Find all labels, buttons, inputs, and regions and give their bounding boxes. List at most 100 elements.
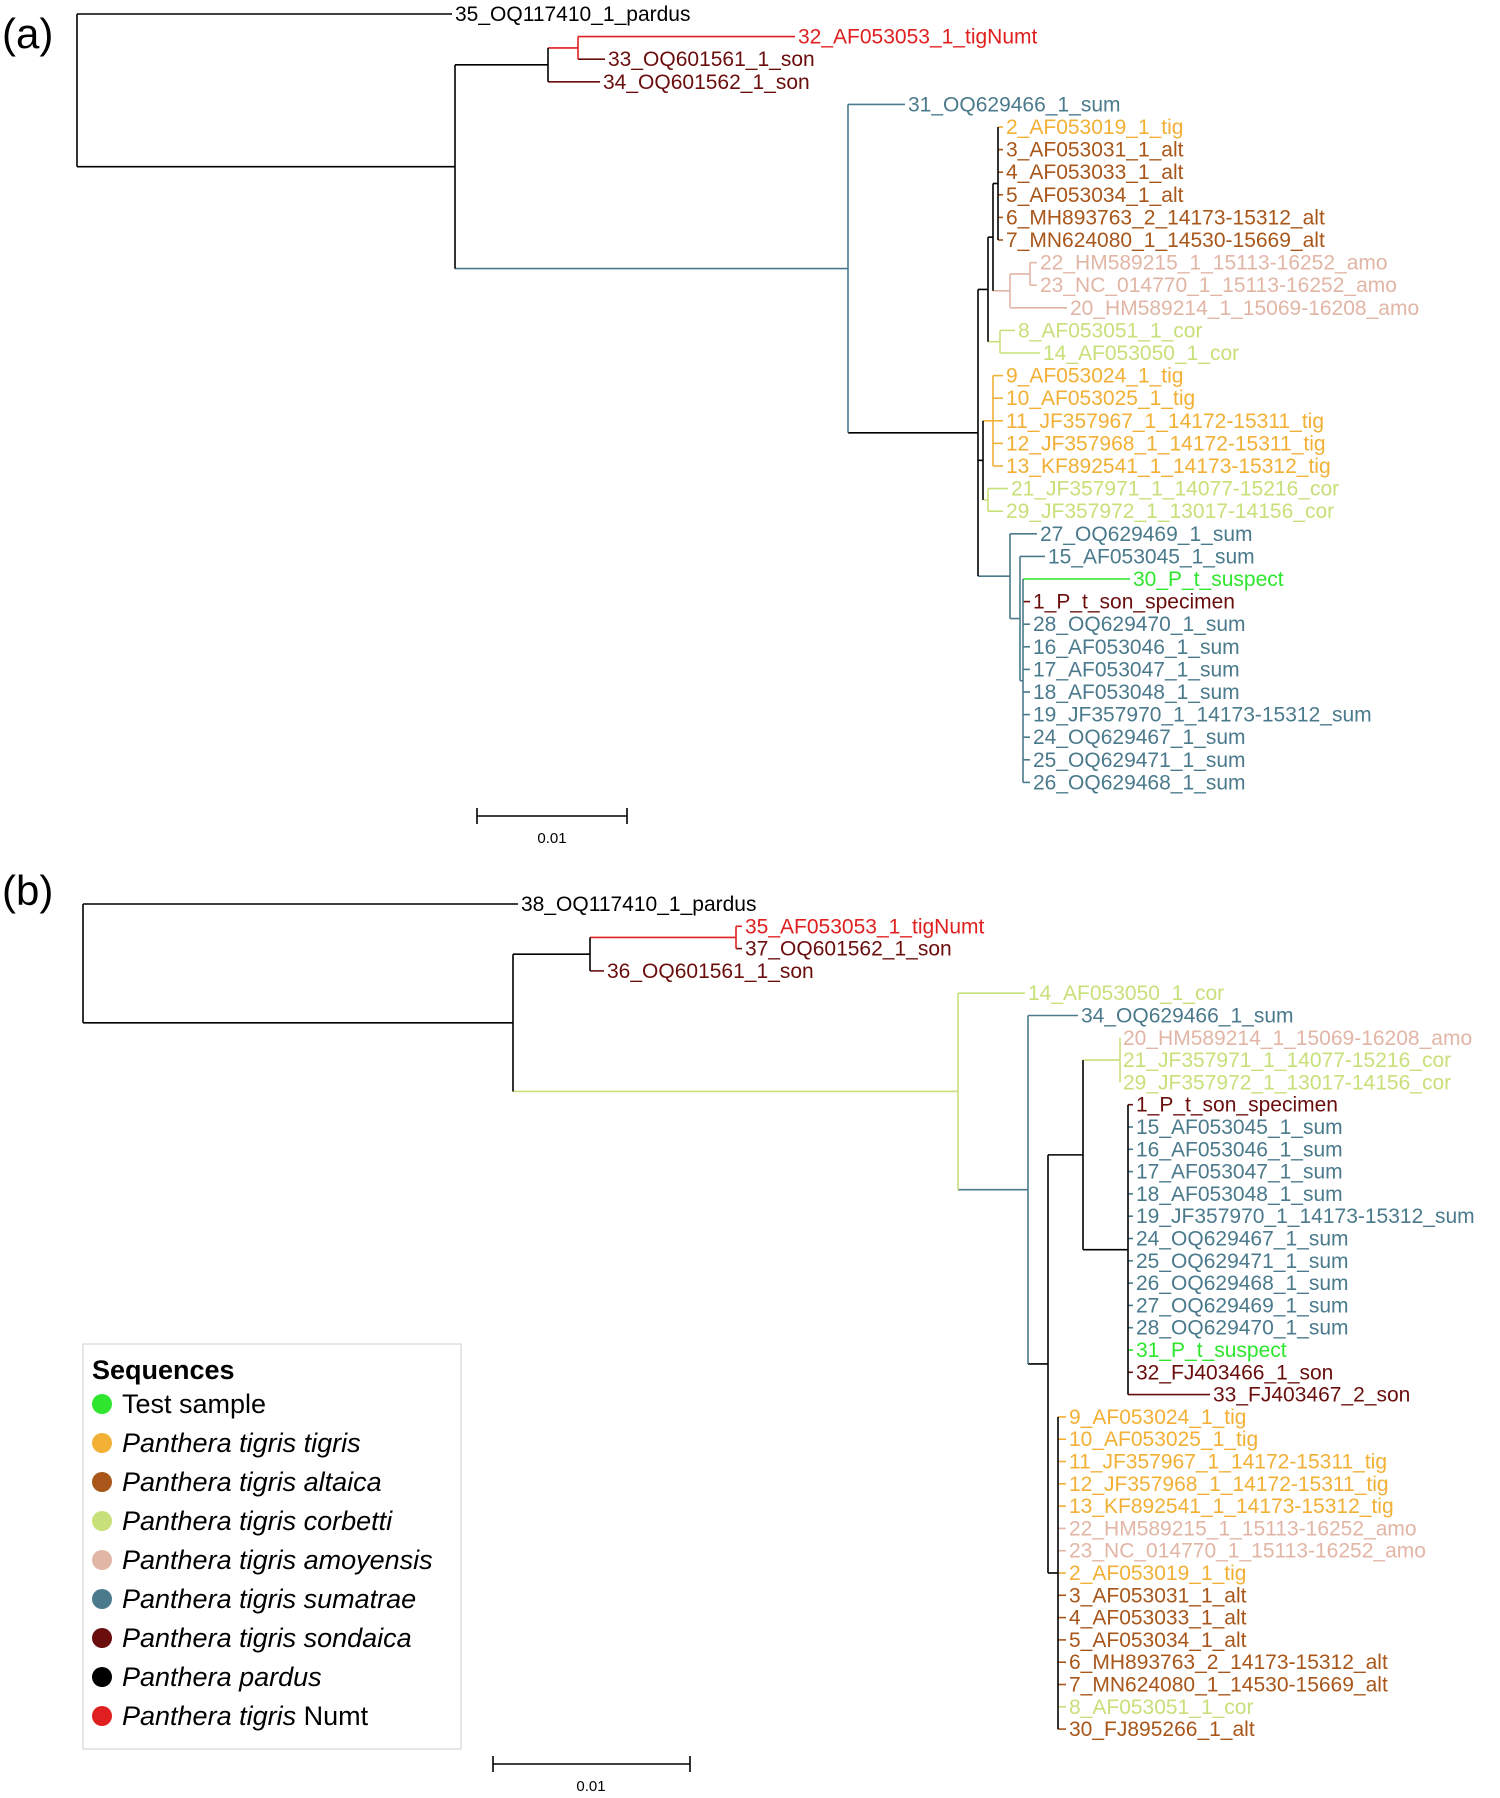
panel-a-leaf-a16: 16_AF053046_1_sum (1033, 636, 1240, 659)
legend-title: Sequences (92, 1355, 235, 1385)
legend-label-sondaica: Panthera tigris sondaica (122, 1623, 412, 1653)
legend-box (82, 1343, 462, 1750)
panel-a-leaf-a18: 18_AF053048_1_sum (1033, 681, 1240, 704)
panel-a-leaf-a25: 25_OQ629471_1_sum (1033, 749, 1246, 772)
panel-b-leaf-b14: 14_AF053050_1_cor (1028, 982, 1224, 1005)
legend-swatch-pardus (92, 1667, 112, 1687)
panel-a-leaf-a3: 3_AF053031_1_alt (1006, 139, 1184, 162)
panel-b-leaf-b20: 20_HM589214_1_15069-16208_amo (1123, 1027, 1472, 1050)
legend-swatch-test (92, 1394, 112, 1414)
panel-a-leaf-a2: 2_AF053019_1_tig (1006, 116, 1184, 139)
panel-a-leaf-a24: 24_OQ629467_1_sum (1033, 726, 1246, 749)
panel-a-leaf-a32: 32_AF053053_1_tigNumt (798, 26, 1038, 49)
legend-label-corbetti: Panthera tigris corbetti (122, 1506, 393, 1536)
legend-label-tigris: Panthera tigris tigris (122, 1428, 361, 1458)
panel-b-leaf-b13: 13_KF892541_1_14173-15312_tig (1069, 1495, 1394, 1518)
panel-b-leaf-b16: 16_AF053046_1_sum (1136, 1138, 1343, 1161)
panel-b-leaf-b21: 21_JF357971_1_14077-15216_cor (1123, 1049, 1451, 1072)
panel-a-leaf-a7: 7_MN624080_1_14530-15669_alt (1006, 229, 1325, 252)
panel-a-leaf-a11: 11_JF357967_1_14172-15311_tig (1006, 410, 1324, 433)
panel-a-leaf-a26: 26_OQ629468_1_sum (1033, 771, 1246, 794)
panel-a-leaf-a15: 15_AF053045_1_sum (1048, 545, 1255, 568)
panel-a-leaf-a29: 29_JF357972_1_13017-14156_cor (1006, 500, 1334, 523)
panel-b-leaf-b32: 32_FJ403466_1_son (1136, 1361, 1333, 1384)
panel-b-leaf-b29: 29_JF357972_1_13017-14156_cor (1123, 1071, 1451, 1094)
panel-b-leaf-labels: 38_OQ117410_1_pardus35_AF053053_1_tigNum… (521, 893, 1475, 1741)
panel-b-leaf-b26: 26_OQ629468_1_sum (1136, 1272, 1349, 1295)
panel-b-leaf-b8: 8_AF053051_1_cor (1069, 1696, 1253, 1719)
panel-a-leaf-a35: 35_OQ117410_1_pardus (455, 3, 690, 26)
panel-a-leaf-a19: 19_JF357970_1_14173-15312_sum (1033, 704, 1372, 727)
panel-a-leaf-a22: 22_HM589215_1_15113-16252_amo (1040, 252, 1388, 275)
panel-b-scale-bar: 0.01 (492, 1756, 691, 1795)
panel-b-branches (82, 903, 1210, 1730)
panel-b-leaf-b9: 9_AF053024_1_tig (1069, 1406, 1247, 1429)
panel-b-leaf-b18: 18_AF053048_1_sum (1136, 1183, 1343, 1206)
panel-b-leaf-b4: 4_AF053033_1_alt (1069, 1607, 1247, 1630)
panel-b-leaf-b31: 31_P_t_suspect (1136, 1339, 1287, 1362)
panel-a-branches (76, 13, 1130, 784)
legend-label-altaica: Panthera tigris altaica (122, 1467, 382, 1497)
panel-b-label: (b) (2, 867, 53, 914)
panel-a-leaf-a13: 13_KF892541_1_14173-15312_tig (1006, 455, 1331, 478)
panel-a-leaf-labels: 35_OQ117410_1_pardus 32_AF053053_1_tigNum… (455, 3, 1419, 794)
panel-b-leaf-b27: 27_OQ629469_1_sum (1136, 1294, 1349, 1317)
panel-b-leaf-b22: 22_HM589215_1_15113-16252_amo (1069, 1517, 1417, 1540)
panel-b-leaf-b33: 33_FJ403467_2_son (1213, 1384, 1410, 1407)
panel-b-leaf-b35: 35_AF053053_1_tigNumt (745, 915, 985, 938)
panel-a-leaf-a6: 6_MH893763_2_14173-15312_alt (1006, 206, 1325, 229)
panel-a-leaf-a8: 8_AF053051_1_cor (1018, 319, 1202, 342)
panel-b-leaf-b34: 34_OQ629466_1_sum (1081, 1005, 1294, 1028)
panel-b-leaf-b11: 11_JF357967_1_14172-15311_tig (1069, 1451, 1387, 1474)
panel-a-leaf-a28: 28_OQ629470_1_sum (1033, 613, 1246, 636)
panel-b-leaf-b38: 38_OQ117410_1_pardus (521, 893, 756, 916)
panel-a-leaf-a23: 23_NC_014770_1_15113-16252_amo (1040, 274, 1397, 297)
panel-a-leaf-a4: 4_AF053033_1_alt (1006, 161, 1184, 184)
panel-a-label: (a) (2, 10, 53, 57)
panel-b-leaf-b25: 25_OQ629471_1_sum (1136, 1250, 1349, 1273)
panel-b-leaf-b23: 23_NC_014770_1_15113-16252_amo (1069, 1540, 1426, 1563)
panel-b-leaf-b15: 15_AF053045_1_sum (1136, 1116, 1343, 1139)
panel-a-leaf-a1: 1_P_t_son_specimen (1033, 591, 1235, 614)
panel-a-leaf-a20: 20_HM589214_1_15069-16208_amo (1070, 297, 1419, 320)
panel-b-leaf-b2: 2_AF053019_1_tig (1069, 1562, 1247, 1585)
panel-a-leaf-a12: 12_JF357968_1_14172-15311_tig (1006, 432, 1326, 455)
panel-a-leaf-a21: 21_JF357971_1_14077-15216_cor (1011, 478, 1339, 501)
panel-a-leaf-a5: 5_AF053034_1_alt (1006, 184, 1184, 207)
legend-swatch-sumatrae (92, 1589, 112, 1609)
panel-b-leaf-b37: 37_OQ601562_1_son (745, 938, 952, 961)
panel-b-leaf-b6: 6_MH893763_2_14173-15312_alt (1069, 1651, 1388, 1674)
panel-b-leaf-b7: 7_MN624080_1_14530-15669_alt (1069, 1674, 1388, 1697)
legend-label-test: Test sample (122, 1389, 266, 1419)
legend-swatch-corbetti (92, 1511, 112, 1531)
panel-b-leaf-b3: 3_AF053031_1_alt (1069, 1584, 1247, 1607)
panel-a-leaf-a33: 33_OQ601561_1_son (608, 48, 815, 71)
panel-b-leaf-b28: 28_OQ629470_1_sum (1136, 1317, 1349, 1340)
panel-b-tree: (b) 38_OQ117410_1_pardus35_AF053053_1_ti… (2, 867, 1475, 1795)
panel-b-scale-label: 0.01 (576, 1778, 605, 1795)
panel-a-leaf-a30: 30_P_t_suspect (1133, 568, 1284, 591)
legend-swatch-sondaica (92, 1628, 112, 1648)
legend-swatch-altaica (92, 1472, 112, 1492)
legend-label-numt: Panthera tigris Numt (122, 1701, 369, 1731)
legend-label-amoyensis: Panthera tigris amoyensis (122, 1545, 433, 1575)
panel-a-tree: (a) 35_OQ117410_1_pardus 32_AF053053_1_ti… (2, 3, 1419, 847)
panel-a-leaf-a31: 31_OQ629466_1_sum (908, 93, 1121, 116)
legend-label-pardus: Panthera pardus (122, 1662, 322, 1692)
panel-b-leaf-b17: 17_AF053047_1_sum (1136, 1161, 1343, 1184)
panel-a-leaf-a10: 10_AF053025_1_tig (1006, 387, 1195, 410)
panel-b-leaf-b12: 12_JF357968_1_14172-15311_tig (1069, 1473, 1389, 1496)
legend-swatch-amoyensis (92, 1550, 112, 1570)
panel-b-leaf-b19: 19_JF357970_1_14173-15312_sum (1136, 1205, 1475, 1228)
panel-b-leaf-b36: 36_OQ601561_1_son (607, 960, 814, 983)
panel-a-leaf-a27: 27_OQ629469_1_sum (1040, 523, 1253, 546)
panel-b-leaf-b1: 1_P_t_son_specimen (1136, 1094, 1338, 1117)
panel-b-leaf-b5: 5_AF053034_1_alt (1069, 1629, 1247, 1652)
panel-b-leaf-b10: 10_AF053025_1_tig (1069, 1428, 1258, 1451)
panel-b-leaf-b30: 30_FJ895266_1_alt (1069, 1718, 1255, 1741)
panel-a-leaf-a14: 14_AF053050_1_cor (1043, 342, 1239, 365)
legend-swatch-numt (92, 1706, 112, 1726)
